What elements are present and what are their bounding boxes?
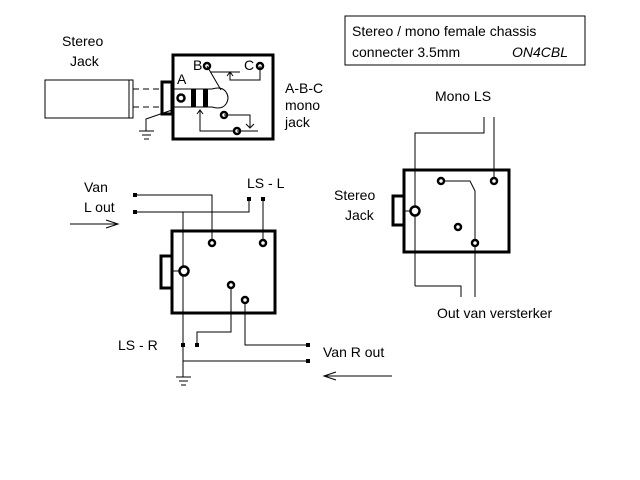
plug-body [44, 79, 134, 119]
arrow-right-icon [70, 219, 120, 229]
stereo-jack-flange [159, 254, 174, 290]
ground-icon [139, 130, 154, 140]
ring-band-1 [191, 89, 196, 107]
right-jack-flange [391, 194, 406, 227]
plug-tip [211, 87, 229, 109]
plug-label-2: Jack [70, 53, 100, 69]
terminal-right-b [489, 176, 499, 186]
ring-band-2 [203, 89, 208, 107]
input-label-2: L out [84, 199, 115, 215]
ls-right-label: LS - R [118, 337, 158, 353]
terminal-left-1 [207, 238, 217, 248]
side-label-2: mono [285, 97, 320, 113]
stereo-wiring-diagram: Van L out LS - L LS - R Van R out [70, 175, 392, 386]
terminal-sleeve [178, 265, 190, 277]
right-jack-label-1: Stereo [334, 187, 375, 203]
ls-left-label: LS - L [247, 175, 285, 191]
plug-label-1: Stereo [62, 33, 103, 49]
terminal-right-d [470, 238, 480, 248]
pin-c-label: C [244, 57, 254, 73]
out-label: Out van versterker [437, 305, 552, 321]
side-label-1: A-B-C [285, 80, 323, 96]
terminal-right-1 [226, 280, 236, 290]
terminal-a [176, 93, 186, 103]
mono-jack-flange [160, 80, 174, 116]
pin-a-label: A [177, 71, 187, 87]
mono-ls-label: Mono LS [435, 88, 491, 104]
stereo-plug-diagram: Stereo Jack A B C [44, 33, 323, 141]
terminal-right-a [436, 176, 446, 186]
mono-wiring-diagram: Mono LS Stereo Jack Out van versterker [334, 88, 552, 321]
side-label-3: jack [284, 114, 311, 130]
pin-b-label: B [193, 57, 202, 73]
title-frame [344, 15, 586, 66]
title-line-2: connecter 3.5mm [352, 44, 460, 60]
output-label: Van R out [323, 344, 384, 360]
title-box: Stereo / mono female chassis connecter 3… [344, 15, 586, 66]
terminal-left-2 [258, 238, 268, 248]
terminal-sleeve-right [409, 205, 421, 217]
title-line-1: Stereo / mono female chassis [352, 23, 536, 39]
terminal-right-2 [240, 295, 250, 305]
input-label-1: Van [84, 179, 108, 195]
arrow-left-icon [322, 371, 392, 381]
author-label: ON4CBL [512, 44, 568, 60]
ground-icon [176, 376, 191, 386]
right-jack-label-2: Jack [345, 207, 375, 223]
terminal-right-c [453, 222, 463, 232]
